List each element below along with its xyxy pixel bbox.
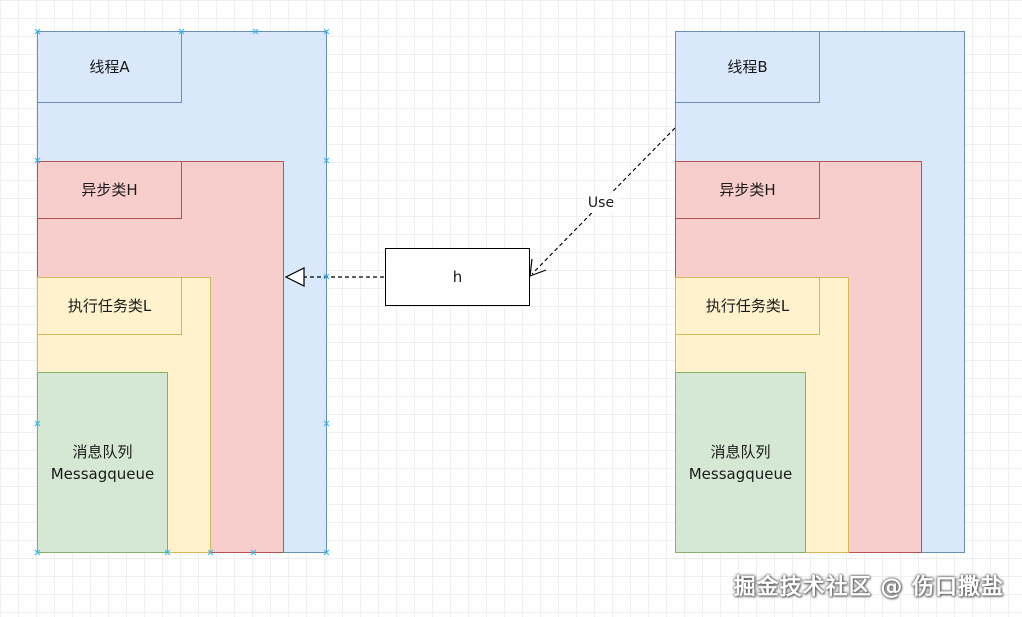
selection-handle-top-left-mid[interactable] (178, 28, 185, 35)
thread-b-async-label-box[interactable]: 异步类H (675, 161, 820, 219)
selection-handle-right-lower[interactable] (323, 420, 330, 427)
thread-b-label-box[interactable]: 线程B (675, 31, 820, 103)
selection-handle-top-right[interactable] (323, 28, 330, 35)
thread-a-async-label: 异步类H (81, 181, 138, 199)
selection-handle-left-mid[interactable] (34, 157, 41, 164)
thread-b-queue-box[interactable]: 消息队列 Messagqueue (675, 372, 806, 553)
handler-box[interactable]: h (385, 248, 530, 306)
thread-b-task-label-box[interactable]: 执行任务类L (675, 277, 820, 335)
thread-a-queue-box[interactable]: 消息队列 Messagqueue (37, 372, 168, 553)
thread-a-task-label-box[interactable]: 执行任务类L (37, 277, 182, 335)
thread-b-queue-label-line2: Messagqueue (688, 464, 793, 483)
thread-a-label: 线程A (89, 58, 130, 76)
selection-handle-bottom-mid2[interactable] (207, 549, 214, 556)
thread-a-queue-label-line2: Messagqueue (50, 464, 155, 483)
use-label: Use (584, 193, 618, 213)
selection-handle-left-lower[interactable] (34, 420, 41, 427)
handler-box-label: h (452, 268, 463, 286)
thread-a-queue-label-line1: 消息队列 (72, 442, 133, 461)
selection-handle-bottom-left[interactable] (34, 549, 41, 556)
selection-handle-top-left[interactable] (34, 28, 41, 35)
thread-b-task-label: 执行任务类L (705, 297, 790, 315)
use-arrowhead (529, 258, 547, 277)
selection-handle-right-upper[interactable] (323, 157, 330, 164)
watermark: 掘金技术社区 @ 伤口撒盐 (733, 575, 1004, 600)
thread-a-task-label: 执行任务类L (67, 297, 152, 315)
selection-handle-top-mid[interactable] (252, 28, 259, 35)
thread-a-label-box[interactable]: 线程A (37, 31, 182, 103)
selection-handle-bottom-mid1[interactable] (164, 549, 171, 556)
selection-handle-bottom-right[interactable] (323, 549, 330, 556)
selection-handle-right-mid[interactable] (323, 273, 330, 280)
thread-b-async-label: 异步类H (719, 181, 776, 199)
thread-b-label: 线程B (727, 58, 768, 76)
selection-handle-bottom-mid3[interactable] (250, 549, 257, 556)
thread-a-async-label-box[interactable]: 异步类H (37, 161, 182, 219)
thread-b-queue-label-line1: 消息队列 (710, 442, 771, 461)
